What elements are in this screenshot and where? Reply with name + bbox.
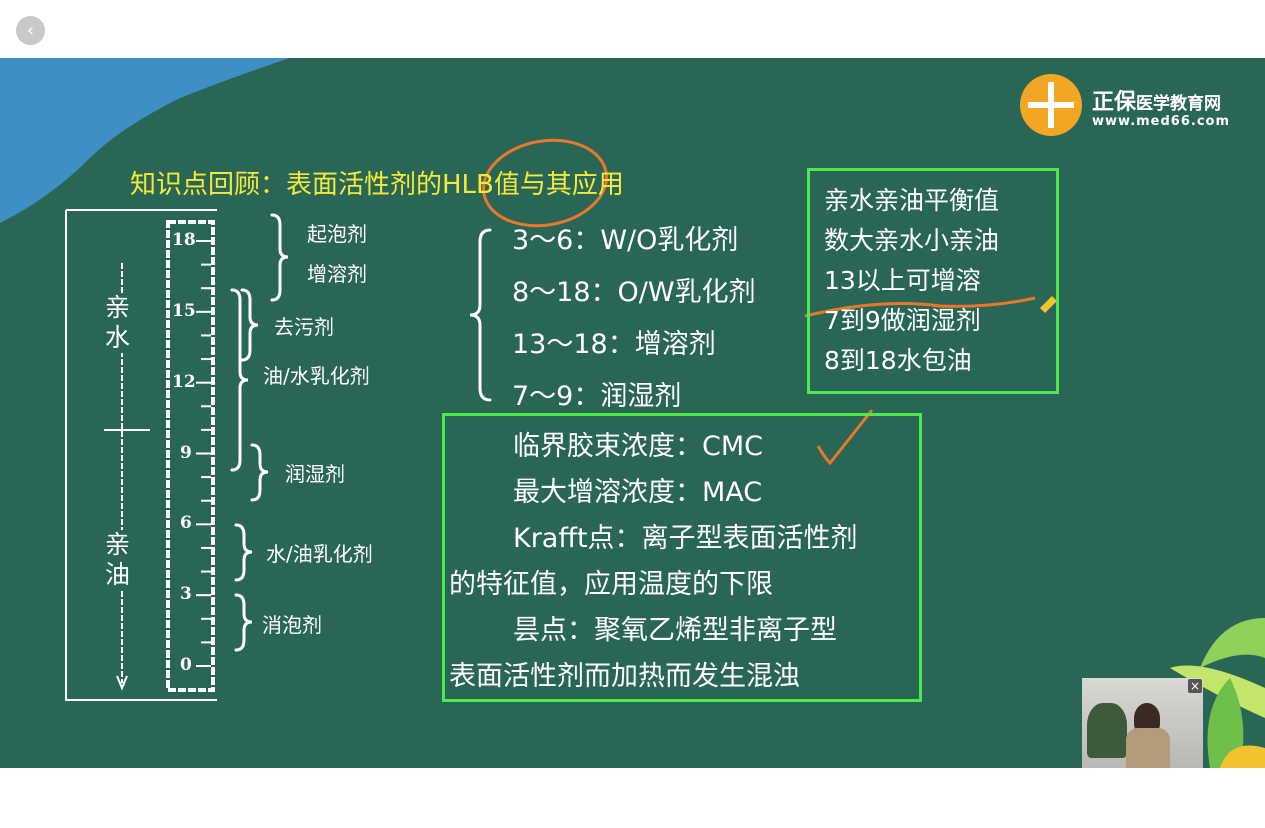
ruler-tick-label: 12 xyxy=(172,371,196,392)
mnemonic-line: 7到9做润湿剂 xyxy=(824,306,981,335)
ruler xyxy=(166,220,215,692)
logo-url: www.med66.com xyxy=(1092,114,1231,129)
close-icon[interactable]: × xyxy=(1188,679,1202,693)
mnemonic-line: 亲水亲油平衡值 xyxy=(824,186,1000,215)
pencil-icon xyxy=(1040,296,1057,313)
brace-icon xyxy=(469,228,492,402)
label-wo-emulsifier: 水/油乳化剂 xyxy=(266,542,373,566)
label-wetting: 润湿剂 xyxy=(285,462,345,486)
brace-icon xyxy=(230,288,249,472)
lipophilic-label: 亲油 xyxy=(105,530,135,590)
label-solubilizer: 增溶剂 xyxy=(307,262,367,286)
checkmark-annotation xyxy=(816,409,874,466)
slide-title: 知识点回顾：表面活性剂的HLB值与其应用 xyxy=(130,170,624,200)
label-antifoam: 消泡剂 xyxy=(262,613,322,637)
ruler-tick-label: 0 xyxy=(180,655,192,675)
definitions-box: 临界胶束浓度：CMC 最大增溶浓度：MAC Krafft点：离子型表面活性剂 的… xyxy=(442,413,922,702)
brace-icon xyxy=(240,288,259,362)
label-foaming: 起泡剂 xyxy=(307,222,367,246)
definition-cloud-point: 昙点：聚氧乙烯型非离子型 xyxy=(513,615,837,646)
slide: 正保医学教育网 www.med66.com 知识点回顾：表面活性剂的HLB值与其… xyxy=(0,58,1265,768)
definition-mac: 最大增溶浓度：MAC xyxy=(513,477,763,508)
label-ow-emulsifier: 油/水乳化剂 xyxy=(263,364,370,388)
brace-icon xyxy=(234,593,253,652)
range-item: 8～18：O/W乳化剂 xyxy=(512,277,756,308)
definition-krafft: Krafft点：离子型表面活性剂 xyxy=(513,523,858,554)
mnemonic-line: 13以上可增溶 xyxy=(824,266,981,295)
underline-annotation xyxy=(804,296,1036,318)
plant-image xyxy=(1087,703,1127,758)
ruler-tick-label: 15 xyxy=(172,300,196,321)
webcam-video[interactable]: × xyxy=(1082,678,1203,768)
mnemonic-line: 数大亲水小亲油 xyxy=(824,226,1000,255)
logo-icon xyxy=(1020,74,1082,136)
brace-icon xyxy=(234,523,253,582)
ruler-tick-label: 18 xyxy=(172,230,196,250)
logo-name: 正保医学教育网 xyxy=(1092,84,1221,116)
definition-cloud-point-cont: 表面活性剂而加热而发生混浊 xyxy=(449,661,800,692)
ruler-ticks xyxy=(196,240,211,667)
arrow-down-icon xyxy=(116,675,128,691)
range-item: 13～18：增溶剂 xyxy=(512,329,716,360)
ruler-tick-label: 9 xyxy=(180,442,192,463)
scale-frame xyxy=(65,209,217,701)
corner-decoration xyxy=(0,58,290,223)
ruler-tick-label: 6 xyxy=(180,513,192,534)
back-button[interactable]: ‹ xyxy=(16,16,45,45)
mnemonic-line: 8到18水包油 xyxy=(824,346,972,375)
circle-annotation xyxy=(482,138,608,228)
range-item: 3～6：W/O乳化剂 xyxy=(512,225,739,256)
brace-icon xyxy=(250,443,269,502)
ruler-tick-label: 3 xyxy=(180,584,192,605)
definition-cmc: 临界胶束浓度：CMC xyxy=(513,431,764,462)
range-item: 7～9：润湿剂 xyxy=(512,381,682,412)
chevron-left-icon: ‹ xyxy=(26,20,35,41)
hydrophilic-label: 亲水 xyxy=(105,293,135,353)
logo-brand: 正保 xyxy=(1092,90,1137,115)
definition-krafft-cont: 的特征值，应用温度的下限 xyxy=(449,569,773,600)
mnemonic-box: 亲水亲油平衡值 数大亲水小亲油 13以上可增溶 7到9做润湿剂 8到18水包油 xyxy=(807,168,1059,394)
logo-sub: 医学教育网 xyxy=(1136,94,1222,114)
label-detergent: 去污剂 xyxy=(274,315,334,339)
brace-icon xyxy=(270,213,289,302)
